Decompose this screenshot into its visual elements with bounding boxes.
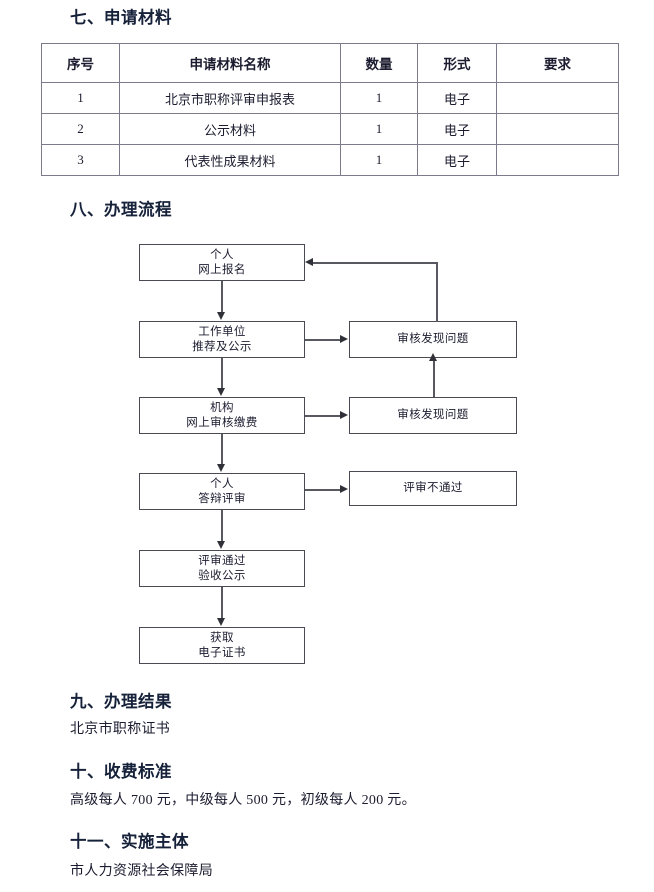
- cell-no: 3: [41, 144, 120, 176]
- arrowhead-r2-r1: [429, 353, 437, 361]
- process-flowchart: 个人 网上报名 工作单位 推荐及公示 机构 网上审核缴费 个人 答辩评审 评审通…: [0, 230, 654, 680]
- section-heading-process: 八、办理流程: [70, 201, 172, 219]
- cell-form: 电子: [417, 82, 497, 114]
- flow-node-personal-defense-review: 个人 答辩评审: [139, 473, 305, 510]
- connector-n3-n4: [221, 434, 223, 465]
- cell-no: 2: [41, 113, 120, 145]
- flow-node-line2: 推荐及公示: [192, 340, 252, 353]
- connector-n4-r3: [305, 489, 341, 491]
- arrowhead-n5-n6: [217, 618, 225, 626]
- application-materials-table: 序号 申请材料名称 数量 形式 要求 1 北京市职称评审申报表 1 电子 2 公…: [41, 43, 619, 176]
- arrowhead-n3-r2: [340, 411, 348, 419]
- arrowhead-n3-n4: [217, 464, 225, 472]
- connector-n4-n5: [221, 510, 223, 542]
- column-header-form: 形式: [417, 43, 497, 83]
- column-header-req: 要求: [496, 43, 619, 83]
- arrowhead-n1-n2: [217, 312, 225, 320]
- flow-node-agency-review-payment: 机构 网上审核缴费: [139, 397, 305, 434]
- cell-no: 1: [41, 82, 120, 114]
- column-header-name: 申请材料名称: [119, 43, 341, 83]
- table-row: 1 北京市职称评审申报表 1 电子: [41, 82, 619, 114]
- cell-name: 公示材料: [119, 113, 341, 145]
- cell-qty: 1: [340, 82, 418, 114]
- connector-r2-r1: [433, 360, 435, 397]
- section-text-result: 北京市职称证书: [70, 722, 171, 737]
- flow-node-personal-registration: 个人 网上报名: [139, 244, 305, 281]
- flow-node-line1: 评审不通过: [403, 482, 463, 494]
- table-row: 2 公示材料 1 电子: [41, 113, 619, 145]
- arrowhead-n2-r1: [340, 335, 348, 343]
- flow-node-issue-found-2: 审核发现问题: [349, 397, 517, 434]
- flow-node-line2: 网上审核缴费: [186, 416, 258, 429]
- arrowhead-feedback-to-n1: [305, 258, 313, 266]
- flow-node-review-not-passed: 评审不通过: [349, 471, 517, 506]
- table-row: 3 代表性成果材料 1 电子: [41, 144, 619, 176]
- flow-node-line1: 工作单位: [198, 325, 246, 338]
- section-heading-materials: 七、申请材料: [70, 9, 172, 27]
- table-header-row: 序号 申请材料名称 数量 形式 要求: [41, 43, 619, 83]
- cell-name: 代表性成果材料: [119, 144, 341, 176]
- arrowhead-n4-r3: [340, 485, 348, 493]
- arrowhead-n4-n5: [217, 541, 225, 549]
- flow-node-obtain-certificate: 获取 电子证书: [139, 627, 305, 664]
- flow-node-line2: 验收公示: [198, 569, 246, 582]
- section-heading-fee: 十、收费标准: [70, 763, 172, 781]
- arrowhead-n2-n3: [217, 388, 225, 396]
- section-heading-result: 九、办理结果: [70, 693, 172, 711]
- connector-n2-r1: [305, 339, 341, 341]
- section-text-fee: 高级每人 700 元，中级每人 500 元，初级每人 200 元。: [70, 793, 416, 808]
- flow-node-line2: 答辩评审: [198, 492, 246, 505]
- flow-node-line1: 个人: [210, 248, 234, 261]
- connector-r1-feedback-vertical: [436, 262, 438, 322]
- flow-node-line1: 评审通过: [198, 554, 246, 567]
- flow-node-employer-recommendation: 工作单位 推荐及公示: [139, 321, 305, 358]
- flow-node-review-passed-announcement: 评审通过 验收公示: [139, 550, 305, 587]
- cell-qty: 1: [340, 113, 418, 145]
- column-header-qty: 数量: [340, 43, 418, 83]
- flow-node-line1: 机构: [210, 401, 234, 414]
- connector-n1-n2: [221, 281, 223, 313]
- column-header-no: 序号: [41, 43, 120, 83]
- cell-form: 电子: [417, 144, 497, 176]
- flow-node-line1: 审核发现问题: [397, 333, 469, 345]
- cell-req: [496, 144, 619, 176]
- section-text-authority: 市人力资源社会保障局: [70, 864, 213, 879]
- connector-n2-n3: [221, 358, 223, 389]
- cell-form: 电子: [417, 113, 497, 145]
- flow-node-line1: 个人: [210, 477, 234, 490]
- section-heading-authority: 十一、实施主体: [70, 833, 189, 851]
- connector-n3-r2: [305, 415, 341, 417]
- flow-node-line1: 审核发现问题: [397, 409, 469, 421]
- cell-req: [496, 82, 619, 114]
- cell-name: 北京市职称评审申报表: [119, 82, 341, 114]
- flow-node-line1: 获取: [210, 631, 234, 644]
- flow-node-issue-found-1: 审核发现问题: [349, 321, 517, 358]
- connector-r1-feedback-horizontal: [313, 262, 437, 264]
- flow-node-line2: 网上报名: [198, 263, 246, 276]
- cell-req: [496, 113, 619, 145]
- flow-node-line2: 电子证书: [198, 646, 246, 659]
- connector-n5-n6: [221, 587, 223, 619]
- cell-qty: 1: [340, 144, 418, 176]
